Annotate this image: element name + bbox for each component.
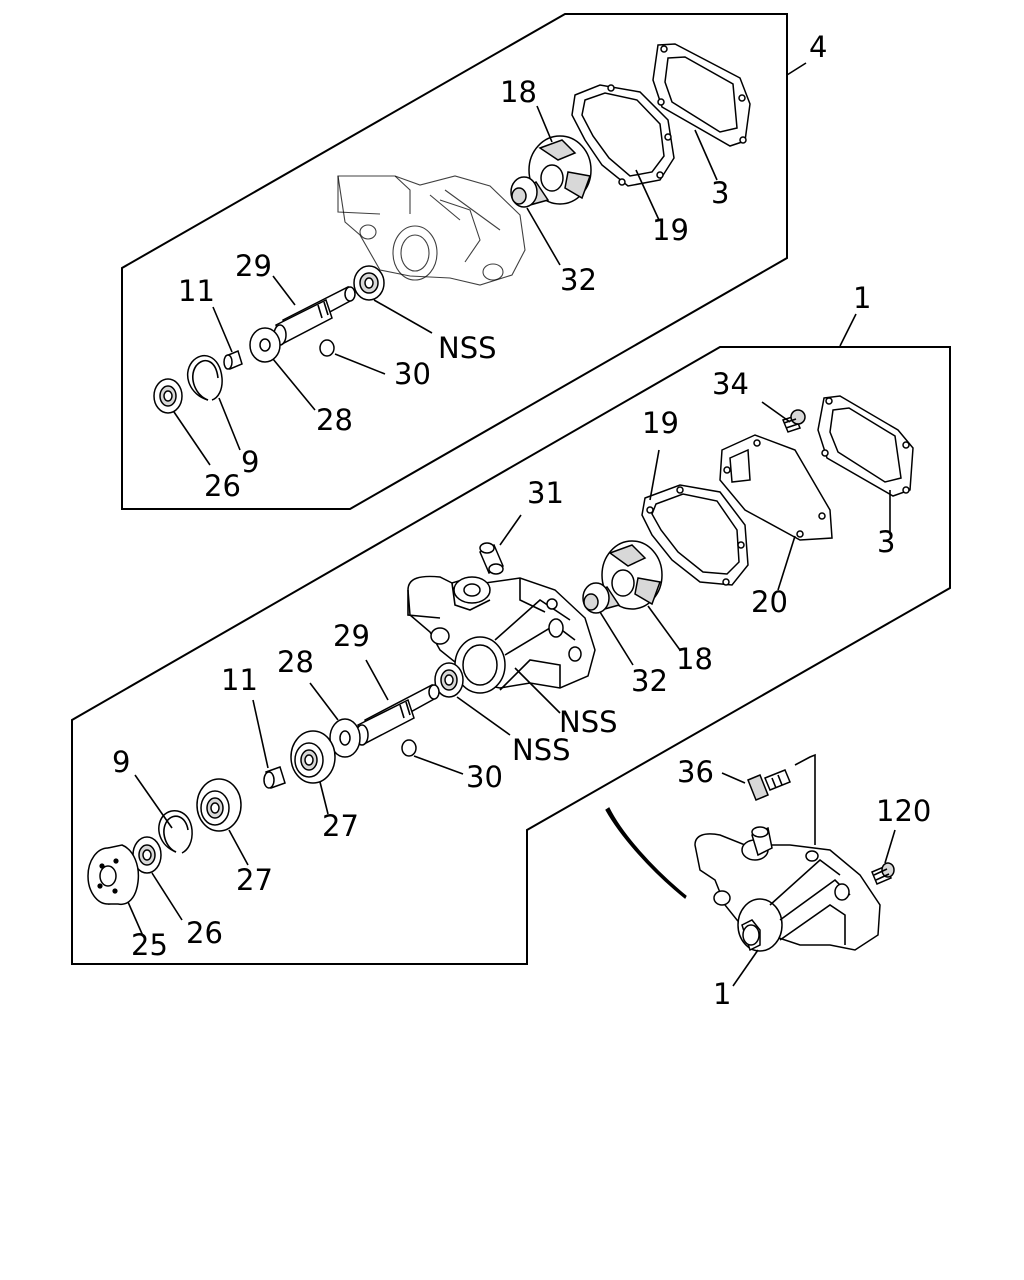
label-34: 34 bbox=[712, 367, 749, 401]
assembled-pump bbox=[605, 807, 881, 952]
label-nss-main-2: NSS bbox=[512, 733, 571, 767]
label-30-upper: 30 bbox=[394, 357, 431, 391]
main-seal-26 bbox=[132, 836, 162, 874]
label-30-main: 30 bbox=[466, 760, 503, 794]
label-nss-main-1: NSS bbox=[559, 705, 618, 739]
label-9-upper: 9 bbox=[241, 445, 259, 479]
label-9-main: 9 bbox=[112, 745, 130, 779]
upper-seal-26 bbox=[153, 378, 183, 414]
main-impeller-18 bbox=[597, 540, 663, 611]
label-11-upper: 11 bbox=[178, 274, 215, 308]
upper-leader-lines bbox=[173, 62, 807, 466]
main-cover-plate-20 bbox=[719, 434, 833, 541]
label-1-top: 1 bbox=[853, 281, 871, 315]
label-18-main: 18 bbox=[676, 642, 713, 676]
label-31: 31 bbox=[527, 476, 564, 510]
upper-assembly-frame bbox=[121, 13, 788, 510]
main-nss-bearing bbox=[434, 662, 464, 698]
label-nss-upper: NSS bbox=[438, 331, 497, 365]
upper-housing-outline bbox=[337, 175, 526, 286]
label-32-upper: 32 bbox=[560, 263, 597, 297]
label-28-main: 28 bbox=[277, 645, 314, 679]
label-20: 20 bbox=[751, 585, 788, 619]
assembled-leader-lines bbox=[721, 753, 896, 987]
label-19-main: 19 bbox=[642, 406, 679, 440]
assembled-plug-120 bbox=[871, 862, 895, 885]
label-18-upper: 18 bbox=[500, 75, 537, 109]
main-oring-30 bbox=[401, 739, 417, 757]
label-3-main: 3 bbox=[877, 525, 895, 559]
upper-gasket-3 bbox=[652, 43, 751, 147]
main-sleeve-11 bbox=[263, 766, 286, 789]
label-27-lower-bearing: 27 bbox=[236, 863, 273, 897]
label-1-assembled: 1 bbox=[713, 977, 731, 1011]
upper-washer-28 bbox=[249, 327, 281, 363]
label-120: 120 bbox=[876, 794, 931, 828]
upper-shaft-29 bbox=[273, 285, 356, 346]
label-11-main: 11 bbox=[221, 663, 258, 697]
upper-impeller-18 bbox=[526, 135, 592, 206]
main-flange-25 bbox=[87, 844, 140, 906]
label-32-main: 32 bbox=[631, 664, 668, 698]
label-4: 4 bbox=[809, 30, 827, 64]
upper-nss-bearing bbox=[353, 265, 385, 301]
label-36: 36 bbox=[677, 755, 714, 789]
main-assembly-frame bbox=[71, 346, 951, 965]
upper-pin-11 bbox=[223, 349, 243, 371]
label-29-upper: 29 bbox=[235, 249, 272, 283]
label-26-main: 26 bbox=[186, 916, 223, 950]
label-19-upper: 19 bbox=[652, 213, 689, 247]
main-gasket-3 bbox=[817, 395, 914, 497]
main-bearing-27a bbox=[290, 730, 336, 784]
main-shaft-29 bbox=[355, 683, 440, 746]
main-washer-28 bbox=[329, 718, 361, 758]
main-dowel-31 bbox=[479, 542, 504, 575]
main-pump-housing bbox=[407, 575, 596, 694]
main-leader-lines bbox=[127, 313, 891, 937]
main-gasket-19 bbox=[641, 484, 749, 586]
label-26-upper: 26 bbox=[204, 469, 241, 503]
upper-snap-ring-9 bbox=[187, 354, 223, 401]
callout-labels: 4 18 3 19 32 29 11 NSS 30 28 9 26 1 34 1… bbox=[112, 30, 931, 1011]
assembled-bolt-36 bbox=[747, 769, 791, 801]
main-bearing-27b bbox=[196, 778, 242, 832]
upper-gasket-19 bbox=[571, 84, 675, 187]
upper-seal-32 bbox=[510, 176, 538, 208]
label-29-main: 29 bbox=[333, 619, 370, 653]
label-25: 25 bbox=[131, 928, 168, 962]
label-28-upper: 28 bbox=[316, 403, 353, 437]
main-plug-34 bbox=[781, 409, 806, 433]
label-3-upper: 3 bbox=[711, 176, 729, 210]
main-seal-32 bbox=[582, 582, 610, 614]
label-27-upper-bearing: 27 bbox=[322, 809, 359, 843]
upper-oring-30 bbox=[319, 339, 335, 357]
